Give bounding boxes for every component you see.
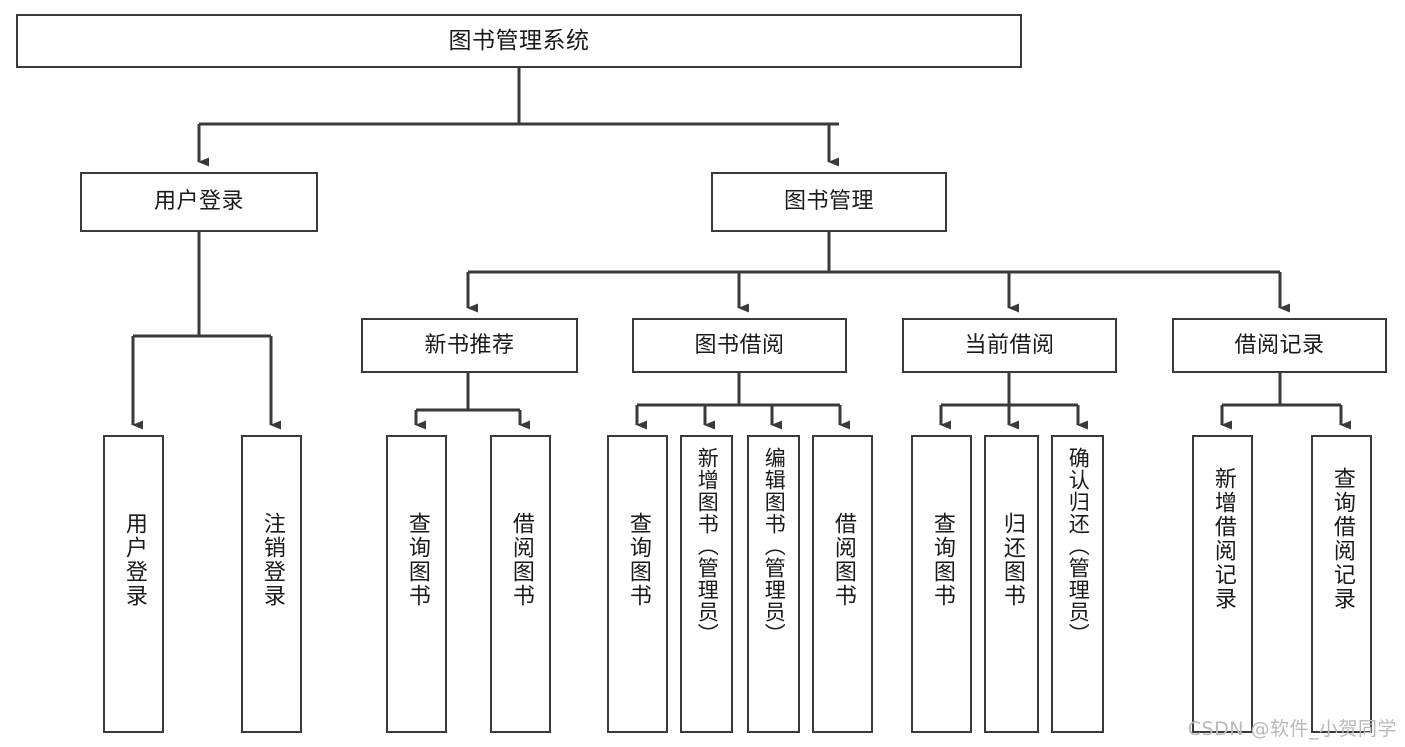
node-label: 新书推荐 [424,332,515,358]
node-current-borrow[interactable]: 当前借阅 [902,318,1117,373]
leaf-add-borrow-record[interactable]: 新增借阅记录 [1192,435,1253,733]
leaf-query-borrow-record[interactable]: 查询借阅记录 [1311,435,1372,733]
csdn-watermark: CSDN @软件_小贺同学 [1187,718,1397,740]
node-new-book-recommend[interactable]: 新书推荐 [361,318,578,373]
node-label: 图书借阅 [694,332,785,358]
node-book-borrow[interactable]: 图书借阅 [632,318,847,373]
node-label: 注销登录 [259,512,285,608]
leaf-query-book-borrow[interactable]: 查询图书 [607,435,668,733]
leaf-borrow-book[interactable]: 借阅图书 [812,435,873,733]
node-label: 新增图书（管理员） [695,447,720,645]
node-label: 查询图书 [404,512,430,608]
node-borrow-record[interactable]: 借阅记录 [1172,318,1387,373]
node-label: 借阅记录 [1234,332,1325,358]
node-label: 查询图书 [929,512,955,608]
leaf-query-book-current[interactable]: 查询图书 [911,435,972,733]
node-label: 查询借阅记录 [1329,467,1355,611]
node-label: 用户登录 [121,512,147,608]
leaf-confirm-return-admin[interactable]: 确认归还（管理员） [1051,435,1104,733]
node-label: 借阅图书 [508,512,534,608]
node-book-management[interactable]: 图书管理 [711,172,947,232]
node-label: 确认归还（管理员） [1066,447,1091,645]
leaf-logout-login[interactable]: 注销登录 [241,435,302,733]
leaf-return-book[interactable]: 归还图书 [984,435,1039,733]
node-label: 编辑图书（管理员） [762,447,787,645]
node-root-book-management-system[interactable]: 图书管理系统 [16,14,1022,68]
node-label: 借阅图书 [830,512,856,608]
node-label: 当前借阅 [964,332,1055,358]
leaf-user-login[interactable]: 用户登录 [103,435,164,733]
node-label: 用户登录 [153,189,244,215]
leaf-edit-book-admin[interactable]: 编辑图书（管理员） [747,435,800,733]
node-label: 查询图书 [625,512,651,608]
node-label: 新增借阅记录 [1210,467,1236,611]
leaf-add-book-admin[interactable]: 新增图书（管理员） [680,435,733,733]
node-label: 归还图书 [999,512,1025,608]
node-label: 图书管理 [783,189,874,215]
leaf-query-book-recommend[interactable]: 查询图书 [386,435,447,733]
node-label: 图书管理系统 [448,27,590,54]
node-user-login[interactable]: 用户登录 [80,172,318,232]
leaf-borrow-book-recommend[interactable]: 借阅图书 [490,435,551,733]
